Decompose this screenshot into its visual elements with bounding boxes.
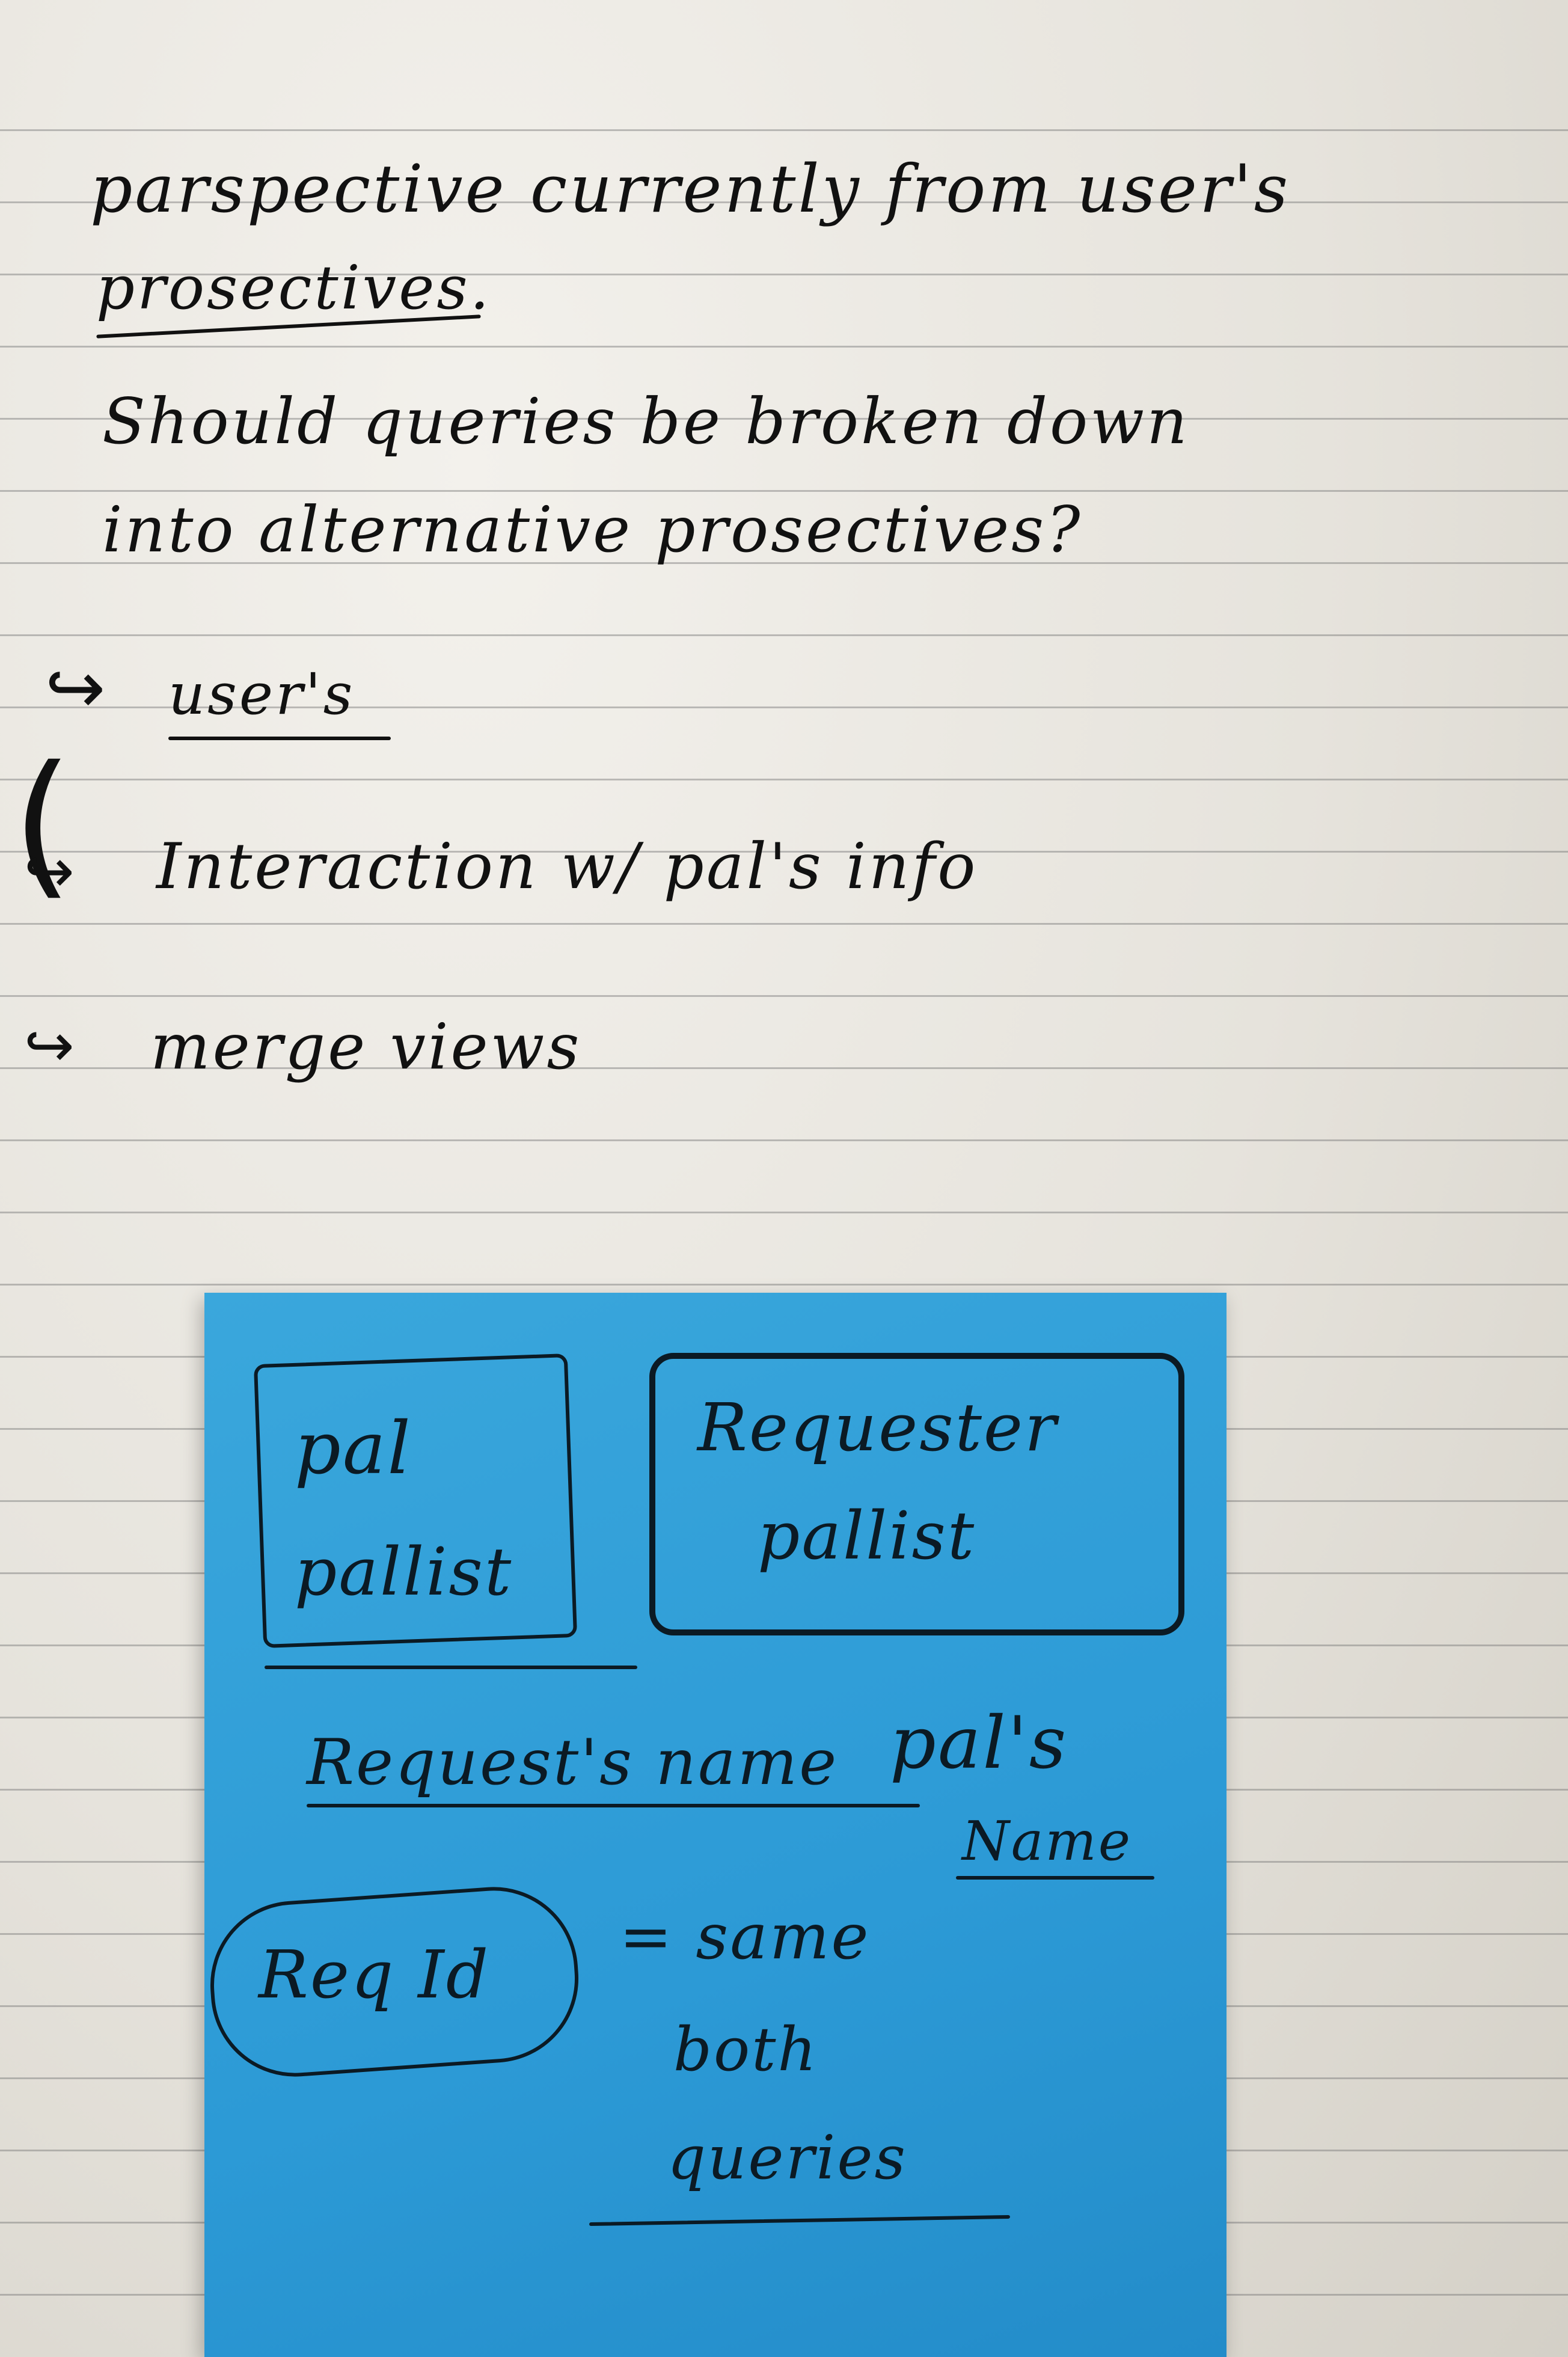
ruled-line	[0, 562, 1568, 564]
ruled-line	[0, 851, 1568, 853]
note-line-2: prosectives.	[96, 253, 492, 323]
note-line-7: merge views	[150, 1010, 582, 1083]
ruled-line	[0, 129, 1568, 131]
pallist-box-label-1: pal	[295, 1407, 412, 1491]
ruled-line	[0, 274, 1568, 275]
ruled-line	[0, 1067, 1568, 1069]
sketch-underline	[589, 2214, 1010, 2227]
requester-pallist-box	[649, 1353, 1184, 1635]
ruled-line	[0, 1212, 1568, 1213]
both-label: both	[673, 2014, 818, 2085]
ruled-line	[0, 1139, 1568, 1141]
note-line-1: parspective currently from user's	[90, 150, 1291, 227]
ruled-line	[0, 418, 1568, 420]
note-line-6: Interaction w/ pal's info	[156, 830, 978, 903]
ruled-line	[0, 634, 1568, 636]
arrow-icon: ↪	[45, 646, 106, 730]
req-id-label: Req Id	[259, 1936, 491, 2013]
note-line-4: into alternative prosectives?	[102, 493, 1083, 566]
arrow-icon: ↪	[24, 1010, 75, 1080]
ruled-line	[0, 706, 1568, 708]
arrow-icon: ↪	[24, 836, 75, 906]
same-label: = same	[619, 1900, 871, 1973]
note-line-5: user's	[168, 661, 355, 728]
sticky-note: pal pallist Requester pallist Request's …	[204, 1293, 1227, 2357]
pallist-box-label-2: pallist	[295, 1533, 513, 1610]
sketch-underline	[956, 1876, 1154, 1880]
ruled-line	[0, 201, 1568, 203]
requester-box-label-1: Requester	[697, 1389, 1058, 1466]
ruled-line	[0, 346, 1568, 348]
ruled-line	[0, 490, 1568, 492]
ruled-line	[0, 995, 1568, 997]
ruled-line	[0, 779, 1568, 780]
note-underline	[168, 737, 391, 740]
sketch-underline	[265, 1666, 637, 1669]
ruled-line	[0, 923, 1568, 925]
requester-box-label-2: pallist	[758, 1497, 976, 1574]
ruled-line	[0, 1284, 1568, 1286]
branch-bracket-icon: (	[12, 733, 73, 915]
name-label: Name	[962, 1810, 1133, 1873]
queries-label: queries	[667, 2123, 907, 2193]
pals-label: pal's	[890, 1702, 1068, 1785]
sketch-underline	[307, 1804, 920, 1807]
request-name-label: Request's name	[307, 1726, 839, 1799]
note-line-3: Should queries be broken down	[102, 385, 1190, 458]
